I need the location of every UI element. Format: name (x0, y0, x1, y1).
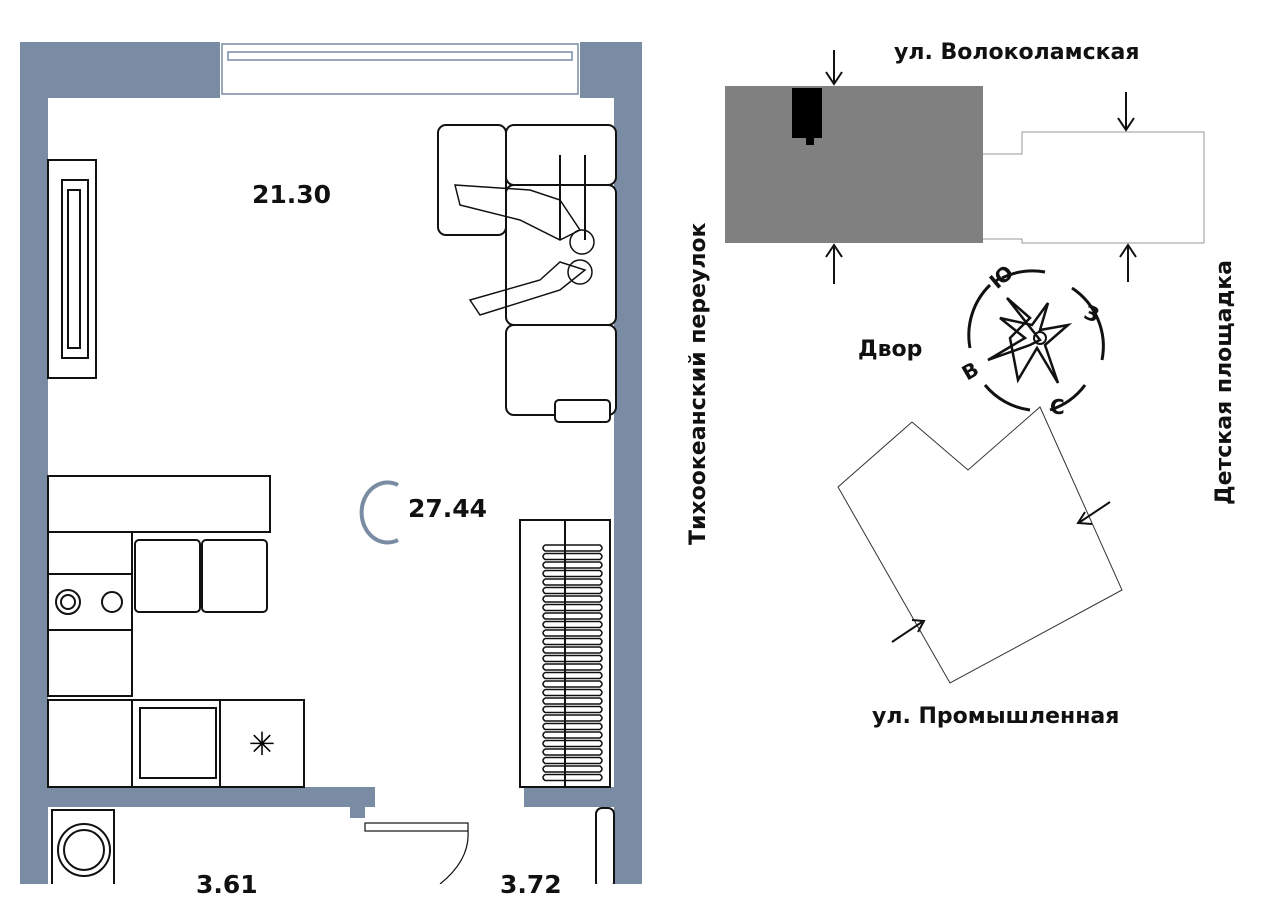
hanger (542, 595, 603, 603)
compass-rose (967, 269, 1105, 412)
hanger (542, 722, 603, 731)
hanger (542, 620, 603, 629)
hanger (542, 552, 603, 561)
bathroom-area-label: 3.61 (196, 870, 258, 899)
hanger (542, 544, 603, 552)
hanger (542, 739, 603, 748)
sofa (437, 124, 617, 423)
freezer-icon: ✳ (249, 725, 276, 763)
room-type-arc (359, 480, 399, 545)
compass-east: В (958, 357, 983, 385)
radiator (595, 807, 615, 884)
street-south-label: ул. Промышленная (872, 704, 1120, 729)
living-area-label: 21.30 (252, 180, 332, 209)
compass-north: С (1050, 395, 1065, 419)
section-marker (792, 88, 822, 145)
hanger (542, 663, 603, 671)
hanger (542, 612, 603, 620)
kitchen (47, 475, 305, 788)
hanger (542, 688, 603, 697)
hanger (542, 773, 603, 782)
people-figures (454, 184, 595, 316)
hangers (542, 544, 603, 782)
hall-area-label: 3.72 (500, 870, 562, 899)
hanger (542, 586, 603, 595)
hanger (542, 714, 603, 722)
hanger (542, 637, 603, 646)
entrance-arrows (825, 50, 1137, 643)
building-south (837, 406, 1123, 684)
window (221, 43, 579, 95)
hanger (542, 629, 603, 637)
walls (20, 42, 642, 884)
hanger (542, 748, 603, 756)
door (364, 822, 469, 884)
hanger (542, 705, 603, 714)
compass-south: Ю (985, 260, 1018, 293)
building-east (983, 131, 1205, 244)
washing-machine (51, 809, 115, 884)
building-current (725, 86, 983, 243)
hanger (542, 697, 603, 705)
playground-label: Детская площадка (1212, 259, 1237, 505)
hanger (542, 765, 603, 773)
compass-letters: Ю З В С (958, 260, 1103, 419)
hanger (542, 646, 603, 654)
hanger (542, 671, 603, 680)
tv-unit (47, 159, 97, 379)
hanger (542, 731, 603, 739)
street-north-label: ул. Волоколамская (894, 40, 1140, 65)
hanger (542, 680, 603, 688)
hanger (542, 756, 603, 765)
yard-label: Двор (858, 337, 923, 362)
hanger (542, 569, 603, 578)
total-area-label: 27.44 (408, 494, 488, 523)
street-west-label: Тихоокеанский переулок (686, 222, 711, 546)
hanger (542, 603, 603, 612)
hanger (542, 578, 603, 586)
hanger (542, 561, 603, 569)
hanger (542, 654, 603, 663)
